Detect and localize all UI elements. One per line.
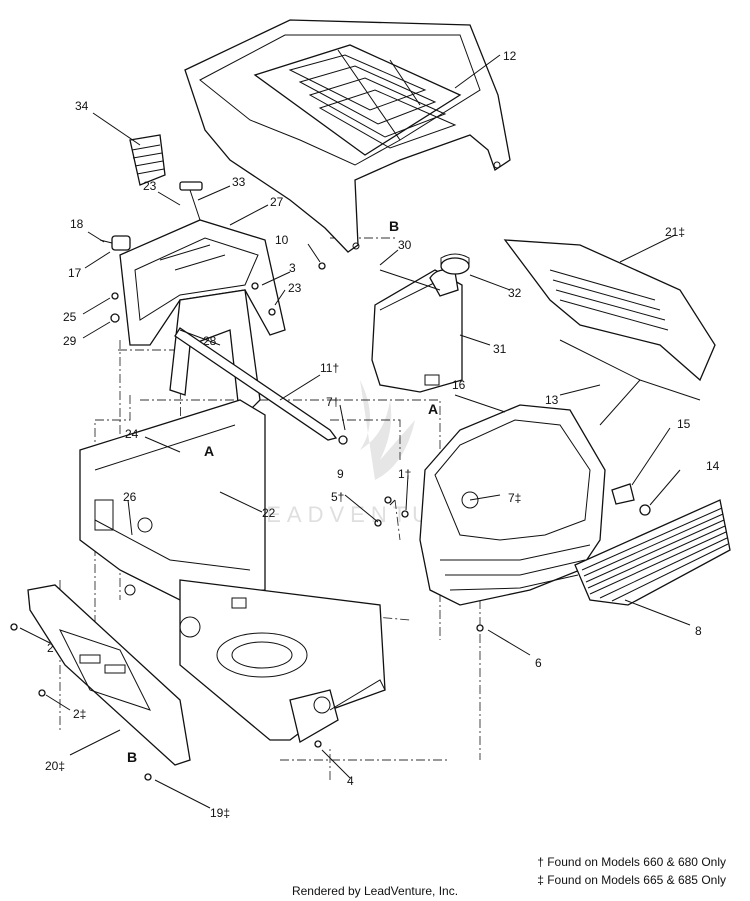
side-panel-part-21: [503, 239, 716, 382]
label-12: 12: [503, 49, 517, 63]
label-30: 30: [398, 238, 412, 252]
ref-letter-a-frame: A: [204, 443, 214, 459]
label-7-double-dagger: 7‡: [508, 491, 521, 505]
hood-part-12: [184, 19, 511, 253]
label-19: 19‡: [210, 806, 230, 820]
label-32: 32: [508, 286, 522, 300]
boot-part-34: [129, 134, 166, 186]
label-23-right: 23: [288, 281, 302, 295]
leader-lines: [19, 54, 691, 809]
label-2-double-dagger: 2‡: [73, 707, 86, 721]
bracket-part-28: [169, 289, 261, 422]
label-13: 13: [545, 393, 559, 407]
label-9: 9: [337, 467, 344, 481]
grille-part-8: [574, 499, 731, 606]
label-34: 34: [75, 99, 89, 113]
fuel-cap-part-32: [440, 253, 470, 275]
label-31: 31: [493, 342, 507, 356]
bumper-part-20: [27, 584, 191, 766]
label-24: 24: [125, 427, 139, 441]
rod-part-30: [379, 269, 441, 291]
label-15: 15: [677, 417, 691, 431]
label-7-dagger: 7†: [326, 395, 339, 409]
label-25: 25: [63, 310, 77, 324]
harness-part-13: [559, 339, 701, 426]
footnote-double-dagger: ‡ Found on Models 665 & 685 Only: [537, 873, 726, 887]
label-6: 6: [535, 656, 542, 670]
label-27: 27: [270, 195, 284, 209]
label-23-top: 23: [143, 179, 157, 193]
label-5: 5†: [331, 490, 344, 504]
dash-panel-part-27: [119, 219, 286, 346]
label-26: 26: [123, 490, 137, 504]
label-21: 21‡: [665, 225, 685, 239]
label-11: 11†: [320, 361, 339, 375]
label-16: 16: [452, 378, 466, 392]
clip-part-15: [611, 483, 635, 505]
render-credit: Rendered by LeadVenture, Inc.: [291, 884, 459, 898]
label-18: 18: [70, 217, 84, 231]
switch-part-17: [99, 235, 131, 251]
label-10: 10: [275, 233, 289, 247]
label-20: 20‡: [45, 759, 65, 773]
label-17: 17: [68, 266, 82, 280]
ref-letter-b-bumper: B: [127, 749, 137, 765]
label-3: 3: [289, 261, 296, 275]
rod-part-11: [174, 327, 338, 441]
ref-letter-a-tank: A: [428, 401, 438, 417]
label-1: 1†: [398, 467, 411, 481]
frame-chassis: [79, 399, 386, 744]
label-22: 22: [262, 506, 276, 520]
reference-letters: B B A A: [127, 218, 438, 765]
label-4: 4: [347, 774, 354, 788]
label-33: 33: [232, 175, 246, 189]
grille-housing-part-16: [419, 404, 606, 606]
label-28: 28: [203, 334, 217, 348]
footnote-dagger: † Found on Models 660 & 680 Only: [537, 855, 726, 869]
label-14: 14: [706, 459, 720, 473]
label-29: 29: [63, 334, 77, 348]
ref-letter-b-hood: B: [389, 218, 399, 234]
fuel-tank-part-31: [371, 269, 463, 393]
part-labels: 12 34 23 33 27 18 17 10 3 23 25 29 28 11…: [45, 49, 720, 820]
label-2: 2: [47, 641, 54, 655]
label-8: 8: [695, 624, 702, 638]
